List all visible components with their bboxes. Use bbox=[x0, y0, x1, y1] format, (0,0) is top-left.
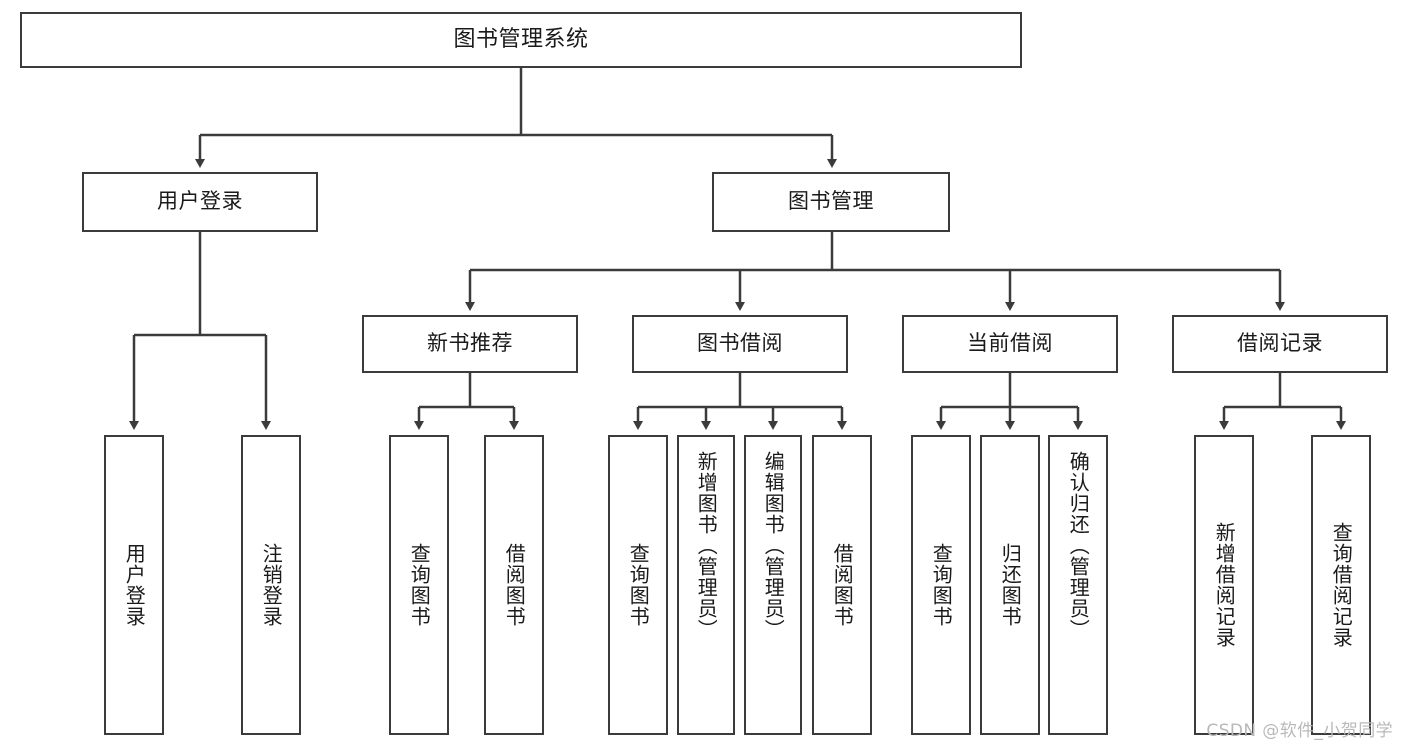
node-book-management-label: 图书管理 bbox=[788, 189, 874, 214]
leaf-query-borrow-record[interactable]: 查询借阅记录 bbox=[1311, 435, 1371, 735]
node-root[interactable]: 图书管理系统 bbox=[20, 12, 1022, 68]
leaf-logout-label: 注销登录 bbox=[259, 543, 284, 627]
leaf-edit-book-admin-label: 编辑图书（管理员） bbox=[761, 451, 786, 640]
node-new-book-recommend[interactable]: 新书推荐 bbox=[362, 315, 578, 373]
node-book-management[interactable]: 图书管理 bbox=[712, 172, 950, 232]
node-user-login[interactable]: 用户登录 bbox=[82, 172, 318, 232]
leaf-return-book-label: 归还图书 bbox=[998, 543, 1023, 627]
leaf-add-borrow-record-label: 新增借阅记录 bbox=[1212, 522, 1237, 648]
node-borrow-record[interactable]: 借阅记录 bbox=[1172, 315, 1388, 373]
node-new-book-recommend-label: 新书推荐 bbox=[427, 331, 513, 356]
leaf-query-borrow-record-label: 查询借阅记录 bbox=[1329, 522, 1354, 648]
node-borrow-record-label: 借阅记录 bbox=[1237, 331, 1323, 356]
node-book-borrow[interactable]: 图书借阅 bbox=[632, 315, 848, 373]
leaf-borrow-book-label: 借阅图书 bbox=[830, 543, 855, 627]
leaf-query-book-borrow[interactable]: 查询图书 bbox=[608, 435, 668, 735]
node-current-borrow[interactable]: 当前借阅 bbox=[902, 315, 1118, 373]
leaf-query-book-recommend[interactable]: 查询图书 bbox=[389, 435, 449, 735]
leaf-borrow-book[interactable]: 借阅图书 bbox=[812, 435, 872, 735]
leaf-add-book-admin-label: 新增图书（管理员） bbox=[694, 451, 719, 640]
leaf-confirm-return-admin-label: 确认归还（管理员） bbox=[1066, 451, 1091, 640]
leaf-add-borrow-record[interactable]: 新增借阅记录 bbox=[1194, 435, 1254, 735]
leaf-user-login[interactable]: 用户登录 bbox=[104, 435, 164, 735]
leaf-return-book[interactable]: 归还图书 bbox=[980, 435, 1040, 735]
leaf-borrow-book-recommend-label: 借阅图书 bbox=[502, 543, 527, 627]
node-root-label: 图书管理系统 bbox=[453, 26, 589, 52]
node-current-borrow-label: 当前借阅 bbox=[967, 331, 1053, 356]
leaf-query-book-current-label: 查询图书 bbox=[929, 543, 954, 627]
leaf-confirm-return-admin[interactable]: 确认归还（管理员） bbox=[1048, 435, 1108, 735]
leaf-query-book-borrow-label: 查询图书 bbox=[626, 543, 651, 627]
leaf-query-book-current[interactable]: 查询图书 bbox=[911, 435, 971, 735]
watermark: CSDN @软件_小贺同学 bbox=[1206, 721, 1393, 741]
node-book-borrow-label: 图书借阅 bbox=[697, 331, 783, 356]
leaf-logout[interactable]: 注销登录 bbox=[241, 435, 301, 735]
leaf-edit-book-admin[interactable]: 编辑图书（管理员） bbox=[744, 435, 802, 735]
leaf-user-login-label: 用户登录 bbox=[122, 543, 147, 627]
leaf-add-book-admin[interactable]: 新增图书（管理员） bbox=[677, 435, 735, 735]
node-user-login-label: 用户登录 bbox=[157, 189, 243, 214]
leaf-query-book-recommend-label: 查询图书 bbox=[407, 543, 432, 627]
leaf-borrow-book-recommend[interactable]: 借阅图书 bbox=[484, 435, 544, 735]
